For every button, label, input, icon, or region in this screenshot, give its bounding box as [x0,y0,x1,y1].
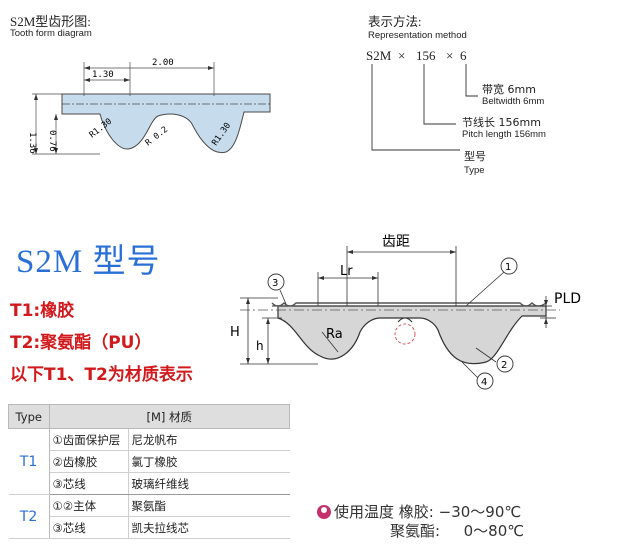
header-material: [M] 材质 [48,404,290,429]
temperature-pu-range: 0～80℃ [463,522,525,540]
temperature-pu-label: 聚氨酯: [390,522,441,540]
dim-height: 1.36 [27,132,37,154]
tooth-form-title: S2M型齿形图: [10,14,91,29]
beltwidth-cn: 带宽 6mm [482,83,536,96]
model-title: S2M 型号 [16,244,161,280]
type-cn: 型号 [464,150,486,163]
temperature-label: 使用温度 [334,503,395,521]
material-table: Type [M] 材质 T1 ①齿面保护层 尼龙帆布 ②齿橡胶 氯丁橡胶 ③芯线… [8,404,290,539]
belt-h-label: H [230,325,240,340]
code-6: 6 [460,48,467,63]
belt-pld-label: PLD [554,291,581,307]
pitchlength-en: Pitch length 156mm [462,129,546,140]
material-cell: 凯夫拉线芯 [128,516,290,539]
belt-h-small-label: h [256,339,264,353]
material-line-note: 以下T1、T2为材质表示 [10,365,193,385]
callout-2: 2 [501,360,507,371]
type-en: Type [464,165,485,176]
material-cell: 玻璃纤维线 [128,472,290,495]
temperature-block: 使用温度 橡胶: −30～90℃ 聚氨酯: 0～80℃ [312,503,524,541]
type-cell: T2 [8,494,50,539]
belt-ra-label: Ra [326,327,343,342]
representation-title: 表示方法: [368,15,422,29]
table-row: T1 ①齿面保护层 尼龙帆布 [8,428,290,495]
belt-lr-label: Lr [340,264,353,279]
callout-3: 3 [272,278,278,289]
representation-subtitle: Representation method [368,30,467,41]
dim-tooth-height: 0.76 [47,130,57,152]
code-times-1: × [398,48,406,63]
material-cell: 聚氨酯 [128,494,290,517]
part-cell: ①②主体 [49,494,129,517]
callout-1: 1 [505,262,511,273]
tooth-profile [61,93,271,154]
material-cell: 尼龙帆布 [128,428,290,451]
table-row: ③芯线 玻璃纤维线 [9,472,290,495]
table-row: ②齿橡胶 氯丁橡胶 [9,450,290,473]
code-s2m: S2M [366,48,392,63]
temperature-rubber-range: −30～90℃ [438,503,522,521]
table-row: T2 ①②主体 聚氨酯 [8,494,290,539]
belt-pitch-label: 齿距 [382,234,410,250]
tooth-form-subtitle: Tooth form diagram [10,28,92,39]
code-156: 156 [416,48,436,63]
pitchlength-cn: 节线长 156mm [462,116,541,129]
dim-pitch-small: 1.30 [92,70,114,80]
callout-4: 4 [481,377,487,388]
beltwidth-en: Beltwidth 6mm [482,96,545,107]
table-header-row: Type [M] 材质 [8,404,290,429]
material-line-t1: T1:橡胶 [10,301,75,321]
part-cell: ①齿面保护层 [49,428,129,451]
part-cell: ②齿橡胶 [49,450,129,473]
part-cell: ③芯线 [49,516,129,539]
dim-pitch: 2.00 [152,58,174,68]
part-cell: ③芯线 [49,472,129,495]
belt-body [277,305,547,365]
table-row: ③芯线 凯夫拉线芯 [9,516,290,539]
material-cell: 氯丁橡胶 [128,450,290,473]
type-cell: T1 [8,428,50,495]
temperature-rubber-label: 橡胶: [398,503,434,521]
header-type: Type [8,404,50,429]
material-line-t2: T2:聚氨酯（PU） [10,333,152,353]
code-times-2: × [446,48,454,63]
